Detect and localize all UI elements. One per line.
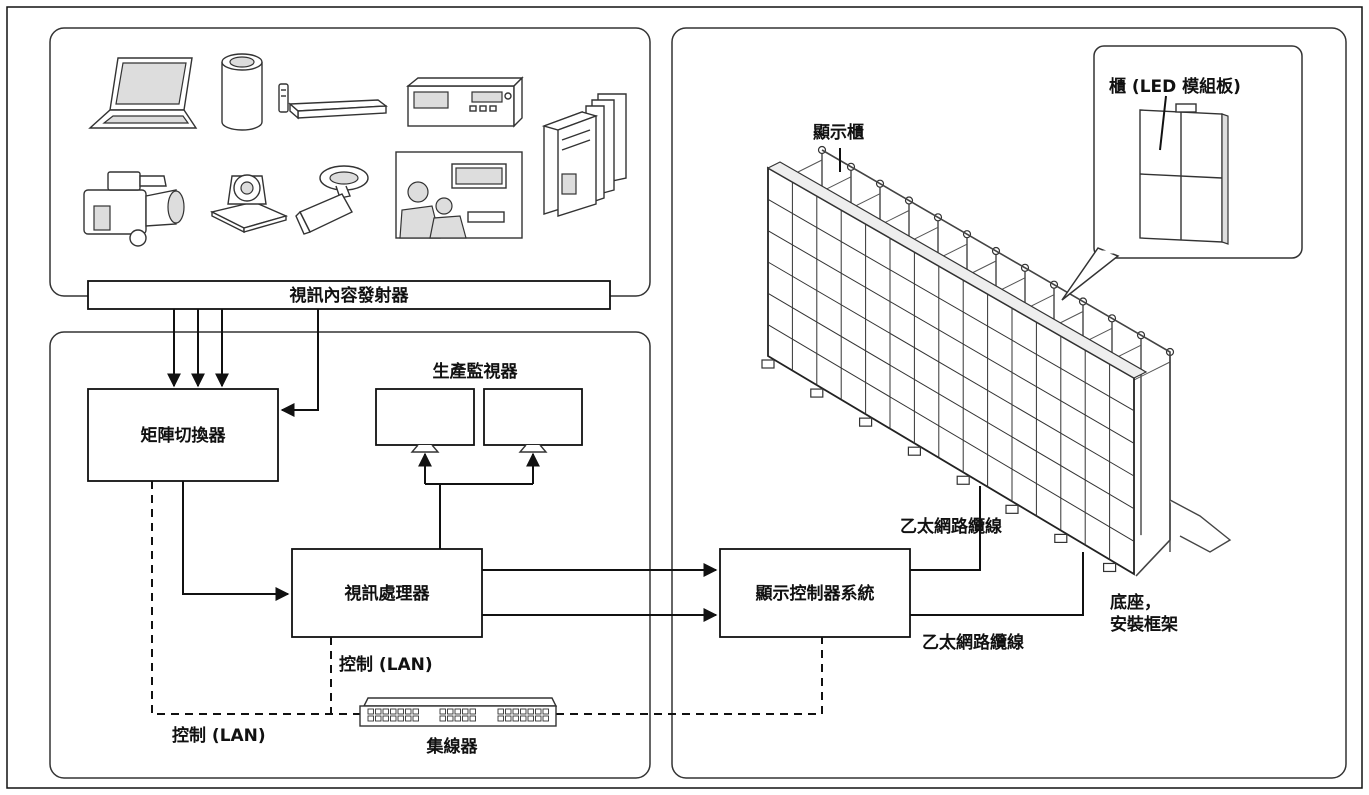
video-processor-label: 視訊處理器 [344,583,431,604]
hub-port [469,708,476,715]
hub-port [367,708,374,715]
support-foot [907,446,922,456]
support-foot [810,388,824,398]
hub-port [535,715,542,722]
frame-rail [821,149,1171,577]
hub-port [512,708,519,715]
dome-camera-icon [295,165,369,235]
ethernet-cable-label-1: 乙太網路纜線 [900,516,1002,537]
control-lan-label-1: 控制 (LAN) [339,654,433,675]
base-mount [1169,499,1232,553]
hub-port [505,708,512,715]
display-controller-box [719,548,911,638]
hub-port [520,708,527,715]
hub-port [454,708,461,715]
ptz-camera-icon [209,174,289,234]
control-lan-label-2: 控制 (LAN) [172,725,266,746]
bluray-player-icon [278,83,388,120]
cabinet-module-label: 櫃 (LED 模組板) [1109,76,1241,97]
ethernet-cable-label-2: 乙太網路纜線 [922,632,1024,653]
control-lan-line-right [556,637,823,715]
hub-port [447,708,454,715]
laptop-icon [88,57,198,129]
camcorder-icon [83,171,185,247]
production-monitor-left [375,388,475,453]
support-foot [1005,504,1019,514]
hub-port [412,708,419,715]
led-module-divider [767,230,1135,444]
network-hub-icon [359,697,558,727]
hub-port [382,715,389,722]
led-module-divider [767,261,1135,477]
hub-port [397,708,404,715]
hub-port [439,715,446,722]
display-cabinet-label: 顯示櫃 [813,122,864,143]
hub-port [505,715,512,722]
led-module-divider [767,324,1135,542]
hub-port [527,715,534,722]
matrix-switcher-label: 矩陣切換器 [141,425,227,446]
signal-arrow [280,309,319,417]
videoconference-room-icon [395,151,523,239]
hub-port [462,715,469,722]
hub-port [367,715,374,722]
hub-port [447,715,454,722]
ethernet-cable-line-2 [910,552,1084,616]
hub-port [497,708,504,715]
transmitter-label: 視訊內容發射器 [289,285,410,306]
hub-port [412,715,419,722]
media-server-icon [221,53,263,131]
recorder-deck-icon [406,76,524,128]
outer-frame [6,6,1363,789]
hub-port [542,708,549,715]
hub-port [397,715,404,722]
video-processor-box [291,548,483,638]
control-lan-line-left [151,481,360,715]
hub-port [439,708,446,715]
hub-port [405,715,412,722]
hub-label: 集線器 [426,736,479,757]
hub-port [462,708,469,715]
led-module-panel-icon [1139,95,1229,245]
switcher-to-processor-arrow [182,481,290,601]
led-module-divider [767,198,1135,412]
base-label-line1: 底座， [1110,592,1161,613]
hub-port [375,715,382,722]
hub-port [382,708,389,715]
hub-port [527,708,534,715]
base-label-line2: 安裝框架 [1110,614,1178,635]
led-display-wall [761,145,1232,577]
hub-port [520,715,527,722]
production-monitor-label: 生產監視器 [433,361,519,382]
led-module-divider [767,292,1135,510]
frame-brace [1129,361,1171,383]
hub-port [542,715,549,722]
support-foot [1054,533,1068,544]
hub-port [469,715,476,722]
hub-port [454,715,461,722]
hub-port [535,708,542,715]
transmitter-bar [87,280,611,310]
hub-port [512,715,519,722]
display-controller-label: 顯示控制器系統 [756,583,875,604]
production-monitor-right [483,388,583,453]
hub-port [390,708,397,715]
hub-port [375,708,382,715]
support-foot [761,359,775,369]
support-foot [858,417,873,427]
server-racks-icon [541,93,627,217]
matrix-switcher-box [87,388,279,482]
support-foot [956,475,970,485]
hub-port [390,715,397,722]
hub-port [405,708,412,715]
hub-port [497,715,504,722]
ethernet-cable-line-1 [910,486,981,571]
support-foot [1102,562,1117,573]
